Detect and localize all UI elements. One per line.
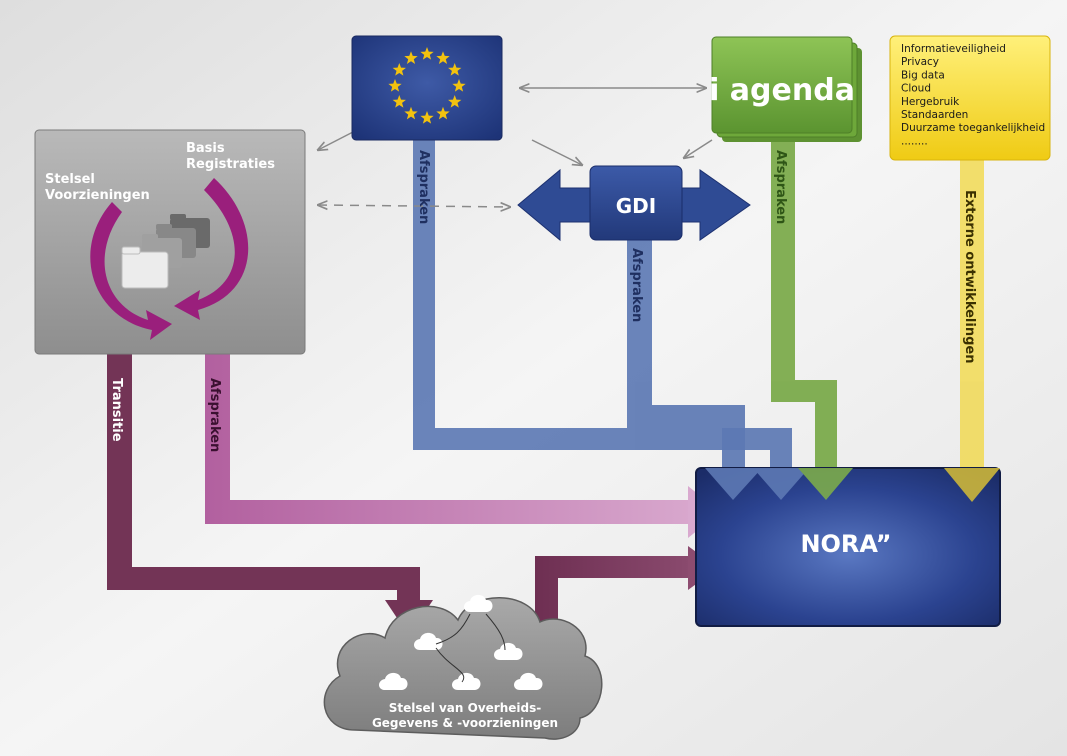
star-icon bbox=[436, 106, 450, 120]
stelsel-box: Stelsel Voorzieningen Basis Registraties bbox=[34, 129, 306, 355]
star-icon bbox=[448, 63, 462, 76]
star-icon bbox=[420, 111, 434, 124]
iagenda-gdi-connector bbox=[684, 139, 713, 158]
topic-item: ........ bbox=[901, 135, 928, 147]
cloud-shape: Stelsel van Overheids- Gegevens & -voorz… bbox=[323, 594, 603, 740]
connectors bbox=[318, 88, 713, 207]
eu-box bbox=[351, 35, 503, 141]
small-clouds-icon bbox=[379, 594, 543, 690]
nora-label: NORA” bbox=[800, 530, 891, 558]
gdi-label: GDI bbox=[616, 194, 656, 218]
iagenda-afspraken-label: Afspraken bbox=[773, 150, 788, 224]
gdi-box bbox=[589, 165, 683, 241]
extern-label: Externe ontwikkelingen bbox=[962, 190, 977, 363]
gdi-afspraken-label: Afspraken bbox=[629, 248, 644, 322]
registraties-label-1: Basis bbox=[186, 141, 225, 156]
eu-stars-icon bbox=[388, 47, 466, 124]
iagenda-label: i agenda bbox=[709, 73, 855, 108]
topic-item: Hergebruik bbox=[901, 96, 960, 108]
topic-item: Informatieveiligheid bbox=[901, 43, 1006, 55]
registraties-label-2: Registraties bbox=[186, 157, 275, 172]
stelsel-afspraken-label: Afspraken bbox=[207, 378, 222, 452]
eu-afspraken-label: Afspraken bbox=[416, 150, 431, 224]
star-icon bbox=[448, 95, 462, 108]
eu-gdi-connector bbox=[531, 139, 582, 165]
star-icon bbox=[452, 79, 466, 92]
star-icon bbox=[392, 95, 406, 108]
transitie-label: Transitie bbox=[109, 378, 124, 442]
nora-arrowheads bbox=[705, 468, 1000, 502]
topic-item: Duurzame toegankelijkheid bbox=[901, 122, 1045, 134]
folders-icon bbox=[121, 214, 210, 289]
star-icon bbox=[404, 51, 418, 64]
topic-item: Big data bbox=[901, 69, 945, 81]
topic-item: Privacy bbox=[901, 56, 939, 68]
voorzieningen-label-1: Stelsel bbox=[45, 172, 95, 187]
star-icon bbox=[392, 63, 406, 76]
voorzieningen-label-2: Voorzieningen bbox=[45, 188, 150, 203]
gdi-double-arrow: GDI bbox=[517, 165, 751, 242]
star-icon bbox=[436, 51, 450, 64]
circular-arrow-left-icon bbox=[90, 202, 172, 340]
cloud-label-1: Stelsel van Overheids- bbox=[389, 701, 541, 715]
cloud-label-2: Gegevens & -voorzieningen bbox=[372, 716, 558, 730]
topic-item: Cloud bbox=[901, 83, 931, 95]
iagenda-box: i agenda bbox=[709, 36, 862, 142]
star-icon bbox=[420, 47, 434, 60]
stelsel-gdi-connector bbox=[318, 205, 510, 207]
topic-item: Standaarden bbox=[901, 109, 968, 121]
star-icon bbox=[404, 106, 418, 120]
star-icon bbox=[388, 79, 402, 92]
nora-box: NORA” bbox=[695, 467, 1001, 627]
circular-arrow-right-icon bbox=[174, 178, 249, 320]
eu-stelsel-connector bbox=[318, 131, 354, 150]
cloud-links bbox=[435, 613, 506, 683]
